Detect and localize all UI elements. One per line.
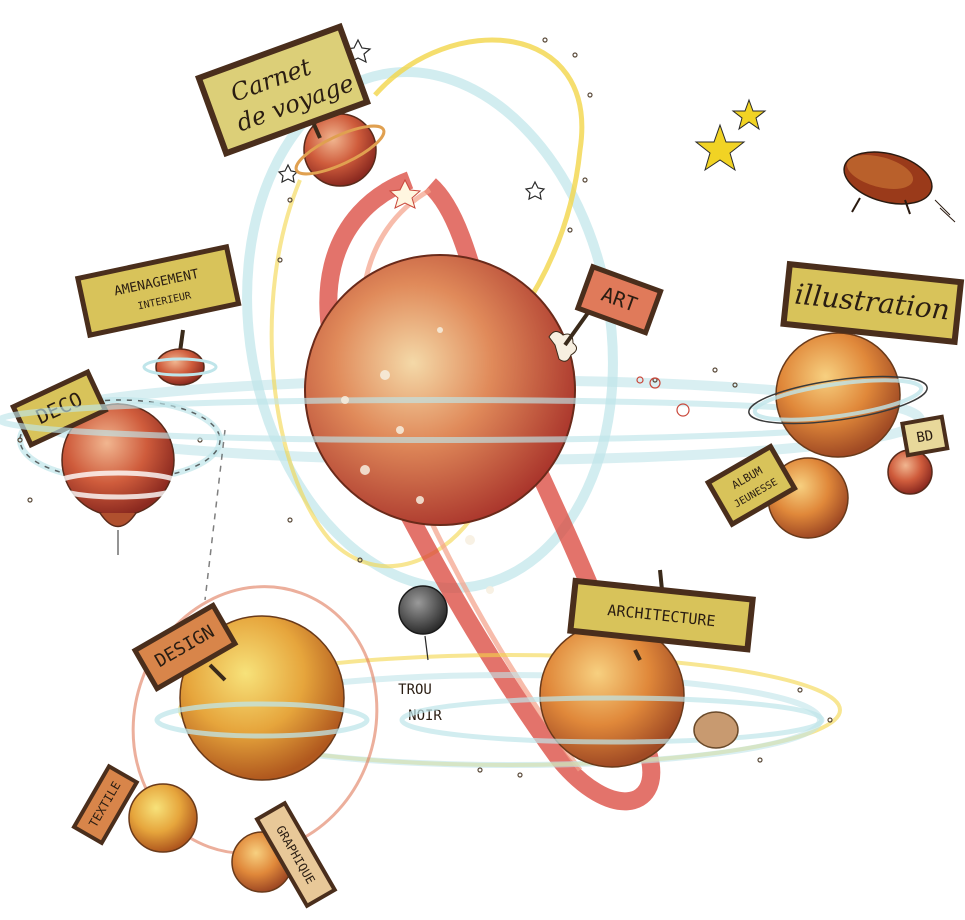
sign-textile: TEXTILE	[74, 766, 137, 843]
star-icon	[733, 100, 765, 129]
planet-carnet-de-voyage: Carnet de voyage	[199, 27, 390, 186]
star-outline-icon	[526, 182, 544, 199]
sign-art: ART	[578, 267, 661, 333]
asteroid	[694, 712, 738, 748]
sign-bd-text: BD	[915, 428, 934, 447]
sign-bd: BD	[902, 417, 947, 455]
planet-illustration: illustration BD ALBUM JEUNESSE	[708, 264, 961, 538]
planet-amenagement-interieur: AMENAGEMENT INTERIEUR	[78, 247, 239, 385]
sign-amenagement-interieur: AMENAGEMENT INTERIEUR	[78, 247, 239, 335]
spaceship-icon	[838, 143, 955, 222]
black-hole-icon	[399, 586, 447, 634]
star-outline-icon	[279, 165, 297, 182]
planet-textile: TEXTILE	[74, 766, 197, 852]
trou-noir-line1: TROU	[398, 682, 432, 698]
planet-design: DESIGN	[135, 605, 367, 780]
planet-graphique: GRAPHIQUE	[232, 803, 335, 906]
sign-illustration: illustration	[784, 264, 961, 342]
star-icon	[696, 125, 744, 170]
